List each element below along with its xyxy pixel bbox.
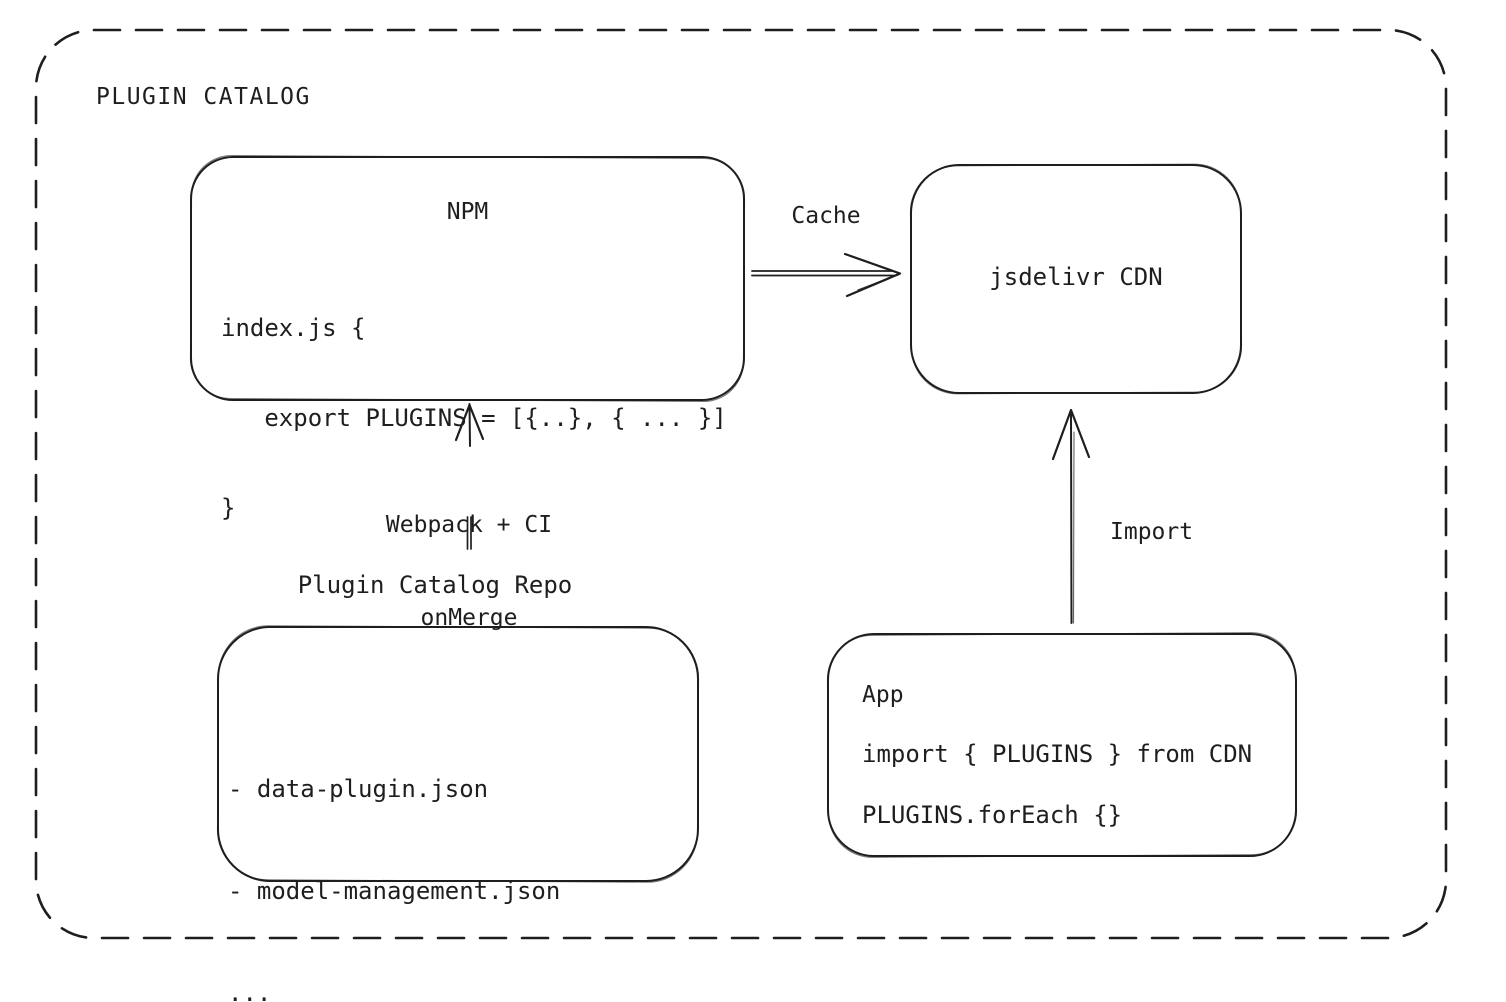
app-box-shape bbox=[826, 632, 1298, 858]
cache-edge-label: Cache bbox=[791, 203, 861, 229]
npm-code-line: index.js { bbox=[221, 314, 366, 342]
build-arrow bbox=[454, 403, 485, 550]
build-edge-label-line: onMerge bbox=[420, 605, 518, 631]
cache-arrow bbox=[751, 252, 902, 298]
diagram-title: PLUGIN CATALOG bbox=[96, 84, 311, 110]
cdn-box-shape bbox=[909, 163, 1243, 395]
build-edge-label-line: Webpack + CI bbox=[385, 512, 553, 538]
catalog-boundary-shape bbox=[34, 28, 1448, 940]
repo-box-shape bbox=[216, 625, 700, 883]
repo-node-label: Plugin Catalog Repo bbox=[297, 571, 573, 599]
npm-code-line: } bbox=[221, 494, 236, 522]
build-edge-label: Webpack + CI onMerge bbox=[344, 448, 594, 696]
npm-box-shape bbox=[189, 154, 746, 403]
cdn-node-label: jsdelivr CDN bbox=[989, 263, 1163, 291]
repo-file-item: ... bbox=[228, 979, 272, 1002]
npm-node-title: NPM bbox=[446, 199, 489, 225]
import-arrow bbox=[1051, 408, 1091, 624]
import-edge-label: Import bbox=[1110, 519, 1194, 545]
app-node-title: App bbox=[862, 682, 904, 708]
npm-code-block: index.js { export PLUGINS = [{..}, { ...… bbox=[221, 253, 727, 583]
npm-code-line: export PLUGINS = [{..}, { ... }] bbox=[221, 404, 727, 432]
repo-file-item: - model-management.json bbox=[228, 877, 561, 905]
app-code-line: PLUGINS.forEach {} bbox=[862, 801, 1123, 829]
app-code-line: import { PLUGINS } from CDN bbox=[862, 740, 1253, 768]
repo-file-list: - data-plugin.json - model-management.js… bbox=[228, 704, 560, 1002]
repo-file-item: - data-plugin.json bbox=[228, 775, 489, 803]
